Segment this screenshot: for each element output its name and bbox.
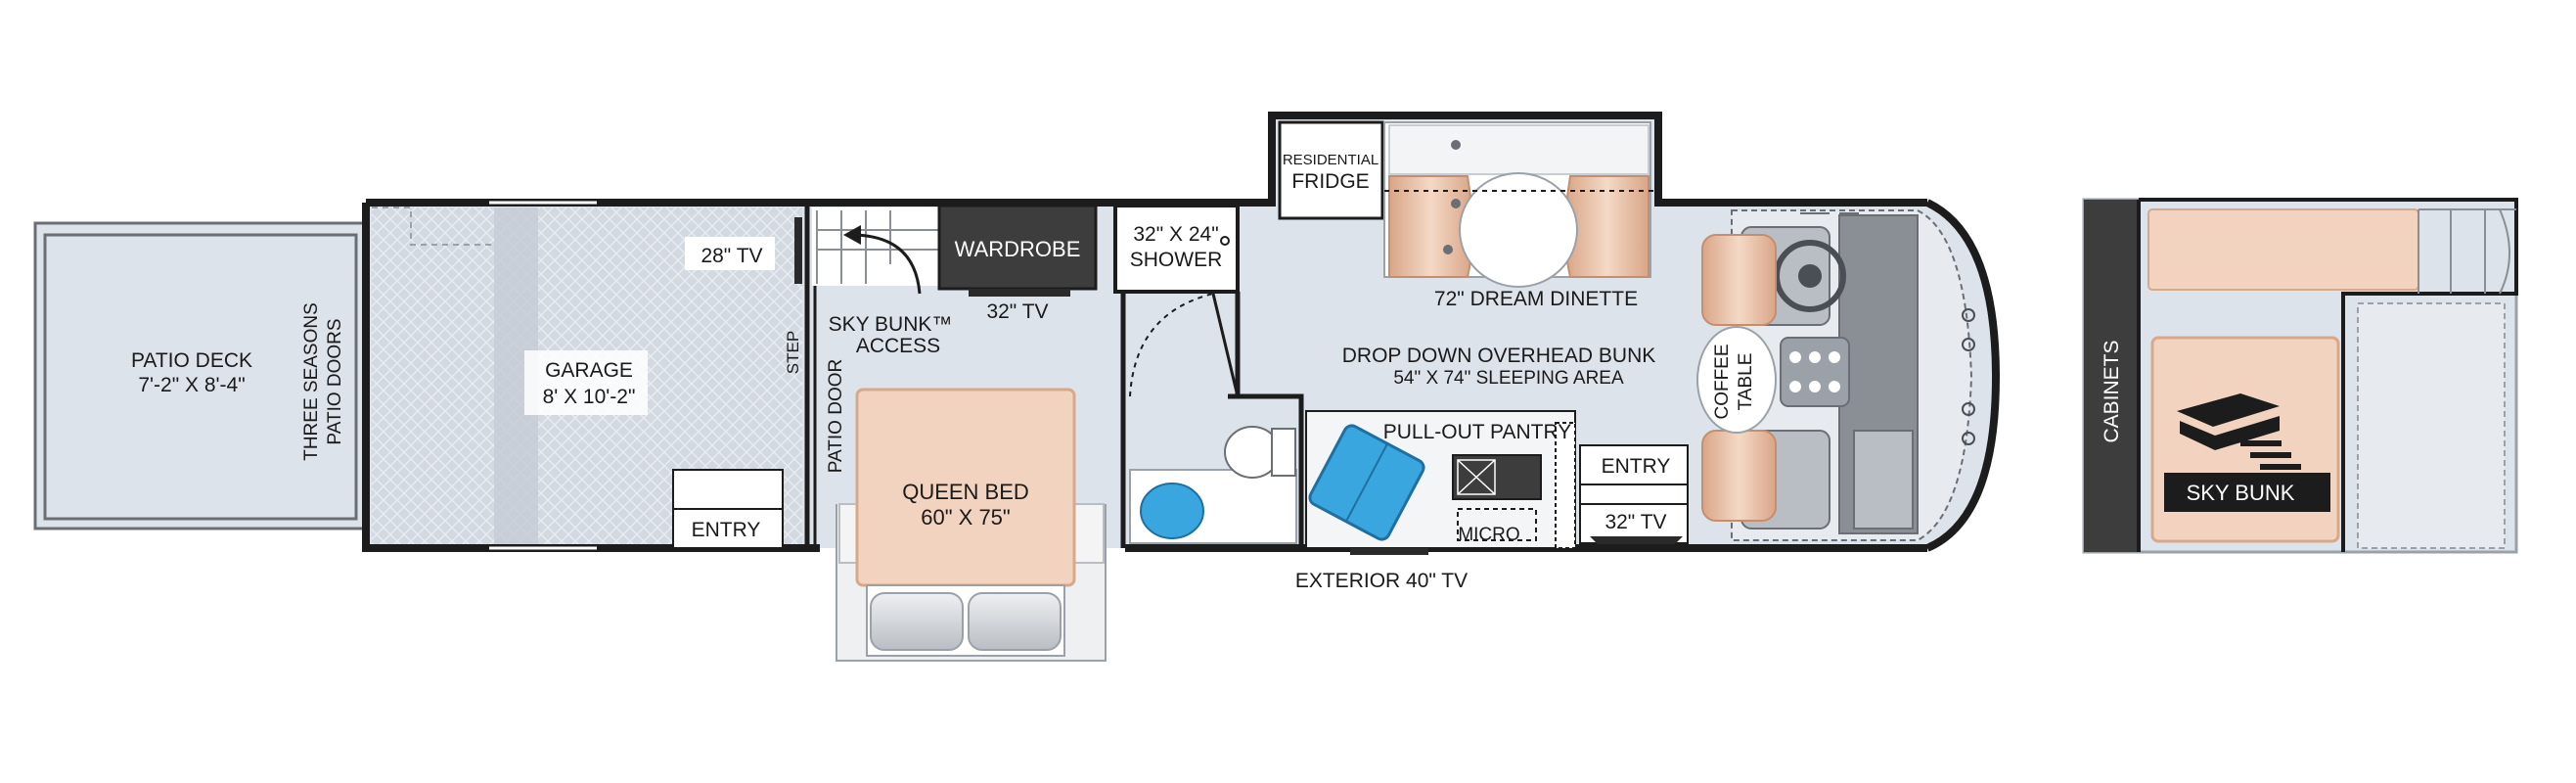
sky-bunk-label: SKY BUNK <box>2187 481 2295 505</box>
pillow-left <box>870 592 964 651</box>
wardrobe[interactable]: WARDROBE 32" TV <box>937 204 1098 323</box>
bath-sink[interactable] <box>1140 483 1204 539</box>
overhead-bunk: DROP DOWN OVERHEAD BUNK 54" X 74" SLEEPI… <box>1342 345 1656 389</box>
garage-label: GARAGE <box>545 359 633 382</box>
bed-icon <box>2177 393 2301 470</box>
three-seasons-label: THREE SEASONS <box>301 302 322 461</box>
patio-deck-label: PATIO DECK <box>131 349 252 372</box>
shower-label: SHOWER <box>1130 249 1223 271</box>
main-entry[interactable]: ENTRY 32" TV <box>1579 444 1689 544</box>
exterior-tv <box>1350 548 1428 555</box>
pillow-right <box>968 592 1062 651</box>
pull-out-pantry[interactable] <box>1555 422 1576 549</box>
queen-bed-label: QUEEN BED <box>902 480 1029 504</box>
main-entry-label: ENTRY <box>1602 455 1671 478</box>
garage-tv <box>794 217 802 284</box>
coffee-label: COFFEE <box>1712 344 1733 419</box>
front-tv-label: 32" TV <box>1604 511 1666 533</box>
table-label: TABLE <box>1736 353 1756 411</box>
residential-label: RESIDENTIAL <box>1283 152 1378 168</box>
driver-swivel-chair[interactable] <box>1701 234 1777 326</box>
cabinets[interactable] <box>2084 200 2139 552</box>
overhead-bunk-label: DROP DOWN OVERHEAD BUNK <box>1342 345 1656 367</box>
garage-dimensions: 8' X 10'-2" <box>543 386 636 408</box>
step-label: STEP <box>784 331 802 374</box>
queen-bed-dimensions: 60" X 75" <box>921 505 1010 530</box>
sky-bunk-access-label-1: SKY BUNK™ <box>829 313 953 336</box>
patio-door-label: PATIO DOOR <box>826 359 846 473</box>
patio-deck: PATIO DECK 7'-2" X 8'-4" THREE SEASONS P… <box>33 221 368 530</box>
garage: GARAGE 8' X 10'-2" 28" TV ENTRY STEP PAT… <box>524 203 846 549</box>
sleeping-area-label: 54" X 74" SLEEPING AREA <box>1393 368 1624 389</box>
residential-fridge[interactable]: RESIDENTIAL FRIDGE <box>1278 120 1384 220</box>
sky-bunk-access-label-2: ACCESS <box>856 335 940 357</box>
cabinets-label: CABINETS <box>2101 340 2123 442</box>
bedroom-tv <box>969 289 1070 297</box>
front-tv <box>1590 536 1683 544</box>
kitchen: PULL-OUT PANTRY MICRO EXTERIOR 40" TV <box>1295 410 1576 592</box>
wardrobe-label: WARDROBE <box>955 237 1081 261</box>
microwave[interactable] <box>1457 508 1537 541</box>
cooktop[interactable] <box>1452 454 1542 500</box>
coffee-table[interactable] <box>1696 326 1777 434</box>
bedroom-tv-label: 32" TV <box>986 300 1048 323</box>
queen-bed[interactable]: QUEEN BED 60" X 75" <box>836 388 1107 662</box>
garage-entry-label: ENTRY <box>692 519 761 541</box>
sky-bunk-upper-mattress[interactable] <box>2147 208 2419 291</box>
shower-size-label: 32" X 24" <box>1133 223 1218 246</box>
shower[interactable]: 32" X 24" SHOWER <box>1113 204 1240 294</box>
patio-deck-dimensions: 7'-2" X 8'-4" <box>138 374 245 396</box>
patio-doors-label: PATIO DOORS <box>325 318 345 444</box>
exterior-tv-label: EXTERIOR 40" TV <box>1295 570 1468 592</box>
dream-dinette-label: 72" DREAM DINETTE <box>1434 288 1638 310</box>
passenger-swivel-chair[interactable] <box>1701 430 1777 522</box>
cockpit: COFFEE TABLE <box>1696 209 1975 541</box>
sky-bunk-stairs[interactable]: SKY BUNK™ ACCESS <box>812 207 952 357</box>
bathroom <box>1120 292 1304 548</box>
pantry-label: PULL-OUT PANTRY <box>1383 421 1572 443</box>
fridge-label: FRIDGE <box>1291 170 1369 193</box>
micro-label: MICRO <box>1458 525 1519 545</box>
dream-dinette[interactable]: 72" DREAM DINETTE <box>1383 121 1653 310</box>
sky-bunk-level: CABINETS SKY BUNK <box>2082 198 2518 554</box>
garage-tv-label: 28" TV <box>700 245 762 267</box>
